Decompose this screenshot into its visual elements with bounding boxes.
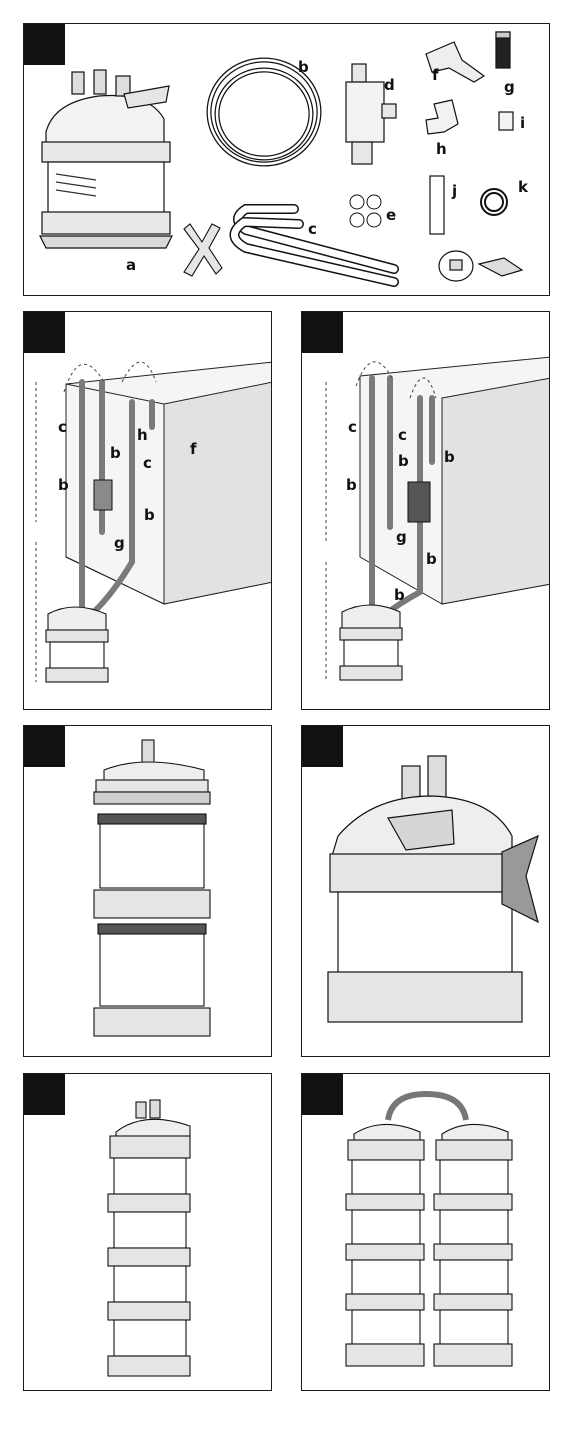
label-j: j	[451, 182, 457, 200]
filter-head	[94, 740, 210, 804]
canister-filter-a	[40, 70, 172, 248]
label-g: g	[114, 534, 125, 552]
label-a: a	[126, 256, 136, 274]
label-b-2: b	[444, 448, 455, 466]
twin-canister-diagram	[302, 1074, 550, 1391]
label-b-2: b	[58, 476, 69, 494]
label-f: f	[432, 66, 439, 84]
panel-parts: a b c d	[23, 23, 550, 296]
label-f: f	[190, 440, 197, 458]
label-b-3: b	[346, 476, 357, 494]
stacked-canister-diagram	[24, 1074, 272, 1391]
label-g: g	[396, 528, 407, 546]
suction-cups-e	[350, 195, 381, 227]
label-b-4: b	[426, 550, 437, 568]
connecting-hose	[388, 1094, 466, 1120]
connector-i	[499, 112, 513, 130]
canister-filter	[340, 605, 402, 680]
label-g: g	[504, 78, 515, 96]
label-b-1: b	[110, 444, 121, 462]
clamp-k	[481, 189, 507, 215]
panel-twin-stacks	[301, 1073, 550, 1391]
label-i: i	[520, 114, 525, 132]
label-h: h	[436, 140, 447, 158]
label-b-3: b	[144, 506, 155, 524]
impeller-icon	[184, 224, 222, 276]
stack-right	[434, 1124, 512, 1366]
label-h: h	[137, 426, 148, 444]
panel-canister-closeup	[301, 725, 550, 1057]
label-c-1: c	[348, 418, 357, 436]
label-c-1: c	[58, 418, 67, 436]
installation-diagram-left: c b b h f c b g	[24, 312, 272, 710]
filter-module-2	[94, 924, 210, 1036]
label-b: b	[298, 58, 309, 76]
label-c: c	[308, 220, 317, 238]
label-d: d	[384, 76, 395, 94]
panel-exploded-stack	[23, 725, 272, 1057]
elbow-h	[426, 100, 458, 134]
suction-cup-clip	[439, 251, 522, 281]
panel-install-valve: c b c b b g b b	[301, 311, 550, 710]
strainer-g	[496, 32, 510, 68]
exploded-modules-diagram	[24, 726, 272, 1057]
parts-diagram: a b c d	[24, 24, 550, 296]
panel-tall-stack	[23, 1073, 272, 1391]
filter-module-1	[94, 814, 210, 918]
panel-install-single: c b b h f c b g	[23, 311, 272, 710]
label-k: k	[518, 178, 529, 196]
canister-closeup-diagram	[302, 726, 550, 1057]
valve-unit	[94, 480, 112, 510]
label-b-1: b	[398, 452, 409, 470]
label-c-2: c	[398, 426, 407, 444]
installation-diagram-right: c b c b b g b b	[302, 312, 550, 710]
canister-filter	[46, 607, 108, 682]
valve-unit	[408, 482, 430, 522]
label-b-5: b	[394, 586, 405, 604]
label-e: e	[386, 206, 396, 224]
tube-j	[430, 176, 444, 234]
label-c-2: c	[143, 454, 152, 472]
stack-left	[346, 1124, 424, 1366]
